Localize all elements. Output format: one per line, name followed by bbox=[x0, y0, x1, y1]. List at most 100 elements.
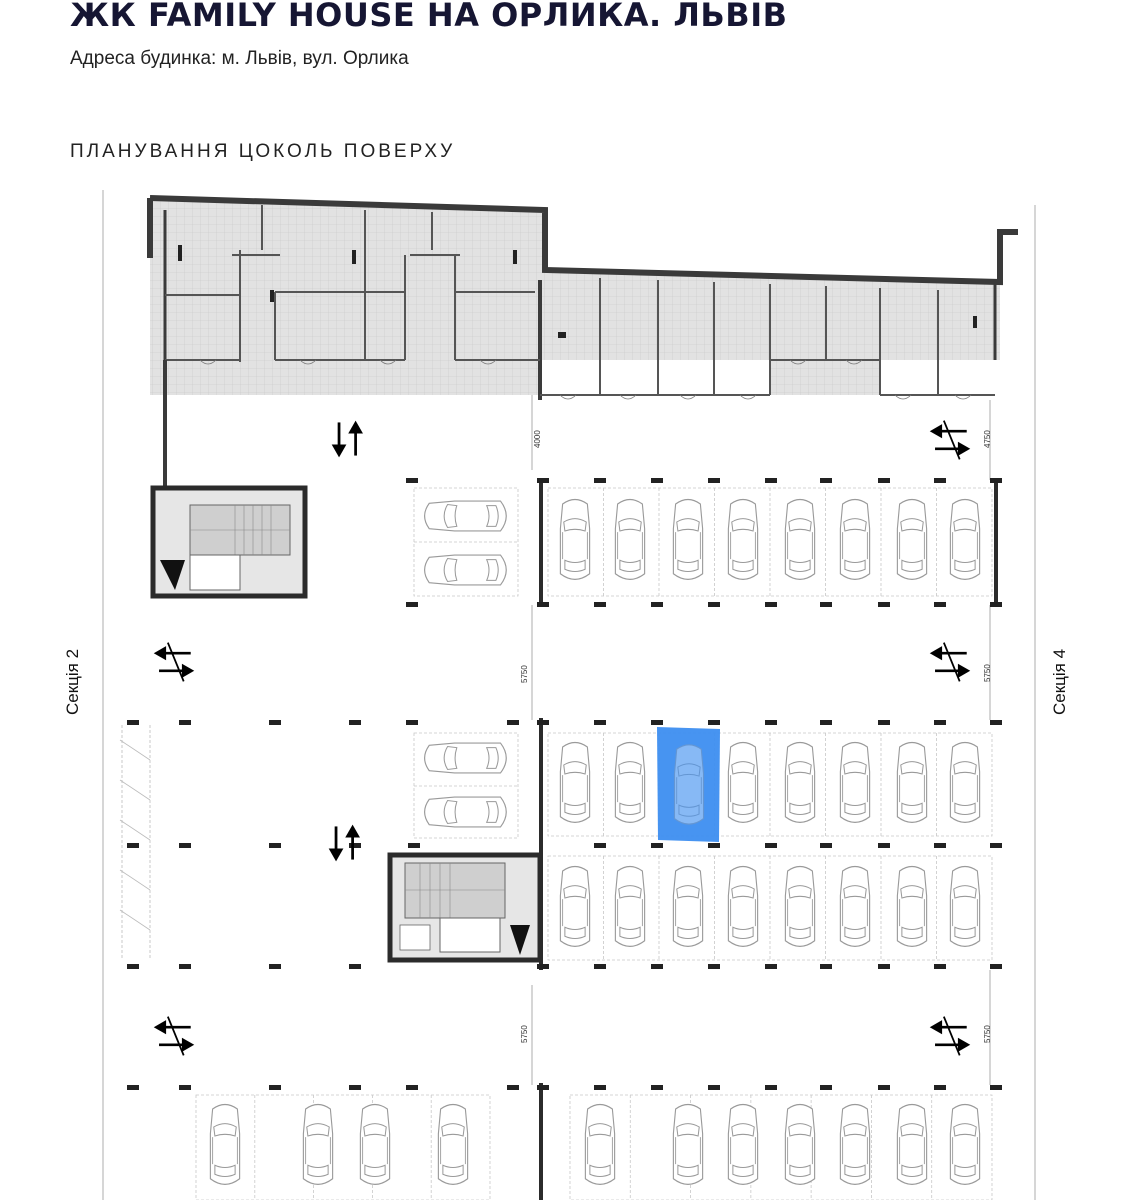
column bbox=[651, 1085, 663, 1090]
column bbox=[934, 843, 946, 848]
central-wall bbox=[539, 478, 998, 1200]
parked-car bbox=[949, 1103, 981, 1185]
dimension-label: 5750 bbox=[983, 664, 992, 682]
parked-car bbox=[949, 865, 981, 947]
column bbox=[990, 1085, 1002, 1090]
column bbox=[708, 720, 720, 725]
column bbox=[507, 720, 519, 725]
dimension-label: 5750 bbox=[520, 1025, 529, 1043]
parked-car bbox=[896, 865, 928, 947]
parked-car bbox=[727, 498, 759, 580]
column bbox=[934, 478, 946, 483]
column bbox=[269, 720, 281, 725]
column bbox=[765, 964, 777, 969]
column bbox=[878, 602, 890, 607]
column bbox=[349, 720, 361, 725]
column bbox=[708, 964, 720, 969]
column bbox=[765, 478, 777, 483]
column bbox=[349, 964, 361, 969]
column bbox=[406, 1085, 418, 1090]
building-address: Адреса будинка: м. Львів, вул. Орлика bbox=[70, 48, 409, 69]
column bbox=[708, 602, 720, 607]
column bbox=[878, 1085, 890, 1090]
parked-car bbox=[559, 741, 591, 823]
column bbox=[179, 964, 191, 969]
column bbox=[269, 843, 281, 848]
parked-car bbox=[584, 1103, 616, 1185]
structural-columns bbox=[127, 478, 1002, 1090]
column bbox=[594, 964, 606, 969]
column bbox=[765, 720, 777, 725]
parked-car bbox=[727, 1103, 759, 1185]
parked-car bbox=[839, 1103, 871, 1185]
parked-car bbox=[424, 742, 507, 774]
column bbox=[651, 843, 663, 848]
column bbox=[820, 1085, 832, 1090]
column bbox=[179, 1085, 191, 1090]
column bbox=[406, 720, 418, 725]
parked-car bbox=[359, 1103, 391, 1185]
column bbox=[765, 843, 777, 848]
left-edge-stalls bbox=[119, 725, 151, 960]
column bbox=[820, 964, 832, 969]
parked-car bbox=[896, 741, 928, 823]
column bbox=[537, 720, 549, 725]
stair-core-upper bbox=[150, 485, 308, 599]
parked-car bbox=[784, 1103, 816, 1185]
parked-car bbox=[949, 498, 981, 580]
parked-car bbox=[839, 498, 871, 580]
parked-car bbox=[896, 498, 928, 580]
column bbox=[651, 602, 663, 607]
column bbox=[820, 843, 832, 848]
floor-plan-title: ПЛАНУВАННЯ ЦОКОЛЬ ПОВЕРХУ bbox=[70, 141, 456, 162]
parked-car bbox=[437, 1103, 469, 1185]
parked-car bbox=[839, 865, 871, 947]
column bbox=[127, 720, 139, 725]
column bbox=[594, 843, 606, 848]
column bbox=[349, 1085, 361, 1090]
column bbox=[820, 478, 832, 483]
column bbox=[349, 843, 361, 848]
column bbox=[651, 964, 663, 969]
parked-car bbox=[424, 796, 507, 828]
column bbox=[934, 1085, 946, 1090]
column bbox=[651, 478, 663, 483]
column bbox=[507, 1085, 519, 1090]
parked-car bbox=[559, 865, 591, 947]
column bbox=[651, 720, 663, 725]
parked-car bbox=[784, 498, 816, 580]
column bbox=[594, 602, 606, 607]
column bbox=[406, 478, 418, 483]
column bbox=[594, 478, 606, 483]
column bbox=[878, 478, 890, 483]
column bbox=[408, 843, 420, 848]
column bbox=[708, 843, 720, 848]
column bbox=[127, 1085, 139, 1090]
stair-core-lower bbox=[387, 852, 543, 963]
dimension-label: 4750 bbox=[983, 430, 992, 448]
parked-car bbox=[784, 741, 816, 823]
parked-car bbox=[672, 1103, 704, 1185]
column bbox=[934, 964, 946, 969]
column bbox=[934, 720, 946, 725]
parked-car bbox=[727, 865, 759, 947]
parked-car bbox=[727, 741, 759, 823]
column bbox=[269, 964, 281, 969]
column bbox=[406, 602, 418, 607]
column bbox=[594, 720, 606, 725]
column bbox=[127, 843, 139, 848]
parked-car bbox=[614, 498, 646, 580]
column bbox=[878, 843, 890, 848]
parked-car bbox=[614, 741, 646, 823]
column bbox=[990, 843, 1002, 848]
column bbox=[179, 720, 191, 725]
parked-car bbox=[672, 865, 704, 947]
column bbox=[594, 1085, 606, 1090]
column bbox=[820, 602, 832, 607]
column bbox=[269, 1085, 281, 1090]
parked-car bbox=[424, 500, 507, 532]
dimension-label: 5750 bbox=[520, 665, 529, 683]
column bbox=[990, 964, 1002, 969]
parking-spot-selected[interactable] bbox=[657, 727, 720, 842]
